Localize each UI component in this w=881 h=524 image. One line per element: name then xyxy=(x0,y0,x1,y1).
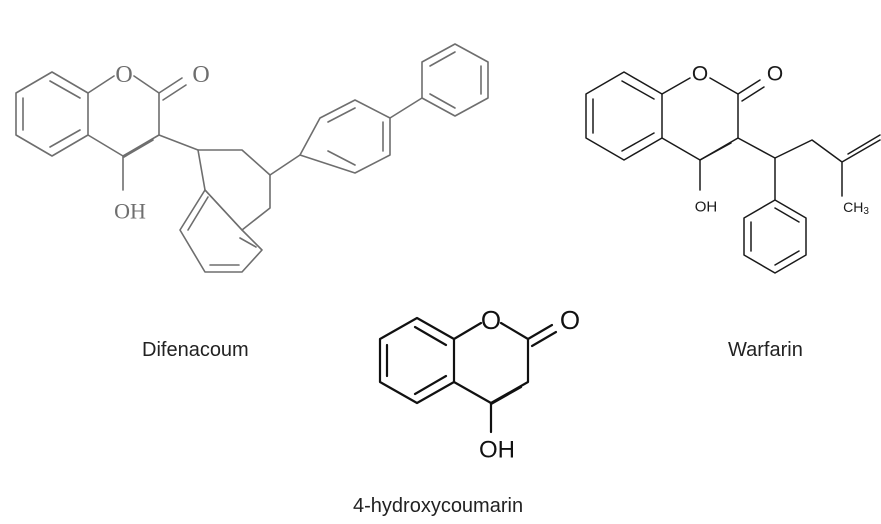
difenacoum-biphenyl-bond xyxy=(389,97,423,119)
warfarin-methyl-subscript: 3 xyxy=(863,206,869,217)
difenacoum-carbonyl-bond xyxy=(158,77,187,101)
difenacoum-fused-benzene xyxy=(179,189,263,273)
difenacoum-phenyl-1-double-bonds xyxy=(327,107,384,166)
hydroxycoumarin-c3c4-double-bond xyxy=(489,385,523,406)
warfarin-benzo-ring xyxy=(585,71,663,161)
warfarin-carbonyl-bond xyxy=(737,79,765,102)
difenacoum-fused-benzene-double-bonds xyxy=(187,196,257,266)
hydroxycoumarin-caption: 4-hydroxycoumarin xyxy=(353,495,524,517)
difenacoum-link-bond xyxy=(158,134,199,151)
difenacoum-biphenyl-link xyxy=(269,154,301,176)
warfarin-ring-oxygen: O xyxy=(692,63,708,86)
difenacoum-carbonyl-oxygen: O xyxy=(192,62,209,88)
warfarin-phenyl-double-bonds xyxy=(750,207,800,266)
difenacoum-phenyl-1 xyxy=(299,99,391,174)
hydroxycoumarin-structure xyxy=(378,316,558,434)
difenacoum-structure xyxy=(15,43,489,273)
difenacoum-phenyl-2 xyxy=(421,43,489,117)
warfarin-atom-labels: O O OH CH3 xyxy=(692,63,870,217)
warfarin-side-chain xyxy=(737,137,881,197)
difenacoum-phenyl-2-double-bonds xyxy=(429,51,482,109)
warfarin-methyl: CH3 xyxy=(843,199,869,217)
hydroxycoumarin-ring-oxygen: O xyxy=(481,305,501,335)
difenacoum-benzo-ring xyxy=(15,71,89,157)
warfarin-alkene-double-bond xyxy=(847,134,881,155)
warfarin-pyranone-ring xyxy=(661,77,739,161)
warfarin-benzo-double-bonds xyxy=(592,80,655,152)
difenacoum-ring-oxygen: O xyxy=(115,62,132,88)
difenacoum-benzo-double-bonds xyxy=(22,80,81,148)
difenacoum-tetralin-ring xyxy=(197,149,271,231)
hydroxycoumarin-pyranone-ring xyxy=(452,321,530,405)
warfarin-c3c4-double-bond xyxy=(699,142,732,161)
hydroxycoumarin-hydroxyl: OH xyxy=(479,437,515,464)
hydroxycoumarin-benzo-ring xyxy=(378,316,456,405)
difenacoum-hydroxyl: OH xyxy=(114,199,146,224)
difenacoum-c3c4-double-bond xyxy=(123,139,154,158)
warfarin-caption: Warfarin xyxy=(728,339,803,361)
difenacoum-pyranone-ring xyxy=(87,75,160,157)
hydroxycoumarin-carbonyl-oxygen: O xyxy=(560,305,580,335)
hydroxycoumarin-atom-labels: O O OH xyxy=(479,305,580,464)
difenacoum-atom-labels: O O OH xyxy=(114,62,210,224)
difenacoum-caption: Difenacoum xyxy=(142,339,249,361)
warfarin-carbonyl-oxygen: O xyxy=(767,63,783,86)
warfarin-hydroxyl: OH xyxy=(695,199,718,216)
warfarin-phenyl-ring xyxy=(743,199,807,274)
hydroxycoumarin-carbonyl-bond xyxy=(526,323,558,348)
hydroxycoumarin-benzo-double-bonds xyxy=(385,325,448,396)
warfarin-structure xyxy=(585,71,881,274)
